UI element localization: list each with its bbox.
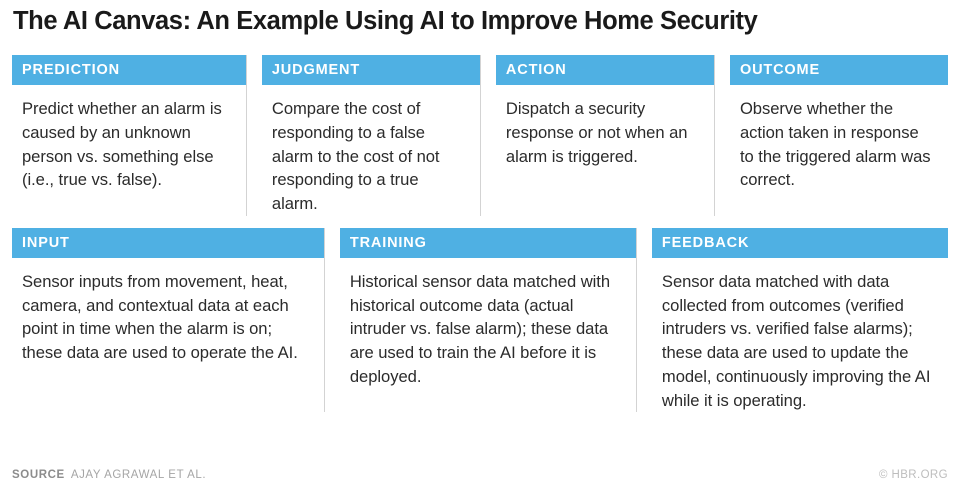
cell-input: INPUT Sensor inputs from movement, heat,…: [12, 227, 324, 412]
cell-body-action: Dispatch a security response or not when…: [505, 99, 688, 166]
cell-header-action: ACTION: [495, 55, 714, 86]
cell-header-judgment: JUDGMENT: [261, 55, 480, 86]
source-attribution: SOURCE AJAY AGRAWAL ET AL.: [12, 469, 206, 481]
cell-body-feedback: Sensor data matched with data collected …: [661, 271, 931, 410]
bottom-row: INPUT Sensor inputs from movement, heat,…: [12, 227, 948, 413]
cell-prediction: PREDICTION Predict whether an alarm is c…: [12, 55, 246, 216]
cell-feedback: FEEDBACK Sensor data matched with data c…: [635, 227, 948, 413]
cell-body-input: Sensor inputs from movement, heat, camer…: [22, 271, 298, 363]
cell-header-input: INPUT: [12, 227, 324, 258]
source-text: AJAY AGRAWAL ET AL.: [70, 469, 207, 481]
cell-judgment: JUDGMENT Compare the cost of responding …: [245, 55, 480, 216]
source-label: SOURCE: [12, 469, 65, 481]
cell-header-training: TRAINING: [339, 227, 636, 258]
cell-body-training: Historical sensor data matched with hist…: [349, 271, 611, 386]
cell-outcome: OUTCOME Observe whether the action taken…: [713, 55, 948, 216]
cell-training: TRAINING Historical sensor data matched …: [323, 227, 636, 413]
cell-header-prediction: PREDICTION: [12, 55, 246, 86]
cell-body-judgment: Compare the cost of responding to a fals…: [271, 99, 440, 214]
cell-body-prediction: Predict whether an alarm is caused by an…: [22, 99, 222, 190]
cell-header-feedback: FEEDBACK: [651, 227, 948, 258]
cell-header-outcome: OUTCOME: [729, 55, 948, 86]
cell-body-outcome: Observe whether the action taken in resp…: [739, 99, 931, 190]
cell-action: ACTION Dispatch a security response or n…: [479, 55, 714, 216]
copyright-credit: © HBR.ORG: [879, 469, 948, 481]
top-row: PREDICTION Predict whether an alarm is c…: [12, 55, 948, 216]
footer: SOURCE AJAY AGRAWAL ET AL. © HBR.ORG: [12, 469, 948, 481]
page-title: The AI Canvas: An Example Using AI to Im…: [13, 7, 758, 35]
